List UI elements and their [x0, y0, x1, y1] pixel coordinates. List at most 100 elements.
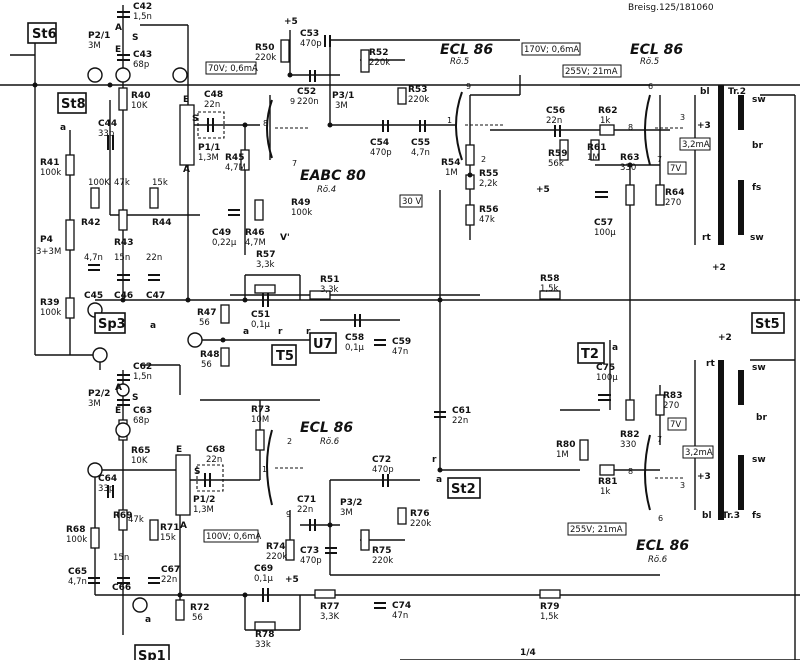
tube-ecl86-top-a-ref: Rö.5 — [450, 57, 469, 67]
value-r82: 330 — [620, 440, 636, 450]
label-r61: R61 — [587, 143, 606, 153]
tube-ecl86-bot-b-name: ECL 86 — [636, 538, 689, 554]
value-r62: 1k — [600, 116, 610, 126]
label-c54: C54 — [370, 138, 389, 148]
label-r52: R52 — [369, 48, 388, 58]
marker-a-1: a — [60, 123, 66, 133]
label-c47: C47 — [146, 291, 165, 301]
switch-st5-label: St5 — [755, 317, 780, 332]
label-r73: R73 — [251, 405, 270, 415]
label-r40: R40 — [131, 91, 150, 101]
header-reference: Breisg.125/181060 — [628, 3, 714, 13]
value-c72: 470p — [372, 465, 394, 475]
tr3-sw1: sw — [752, 363, 766, 373]
switch-sp3[interactable]: Sp3 — [94, 312, 126, 334]
resistor-bodies — [65, 39, 665, 631]
marker-E-1: E — [115, 45, 121, 55]
marker-S-1: S — [132, 33, 138, 43]
marker-r-3: r — [432, 455, 437, 465]
tube-pin-numbers: 8 9 7 9 1 2 6 8 3 7 2 1 9 7 8 3 6 — [262, 82, 685, 523]
tube-labels: EABC 80 Rö.4 ECL 86 Rö.5 ECL 86 Rö.5 ECL… — [300, 42, 689, 565]
value-r78: 33k — [255, 640, 271, 650]
label-r53: R53 — [408, 85, 427, 95]
marker-r-1: r — [278, 327, 283, 337]
label-c73: C73 — [300, 546, 319, 556]
value-p21: 3M — [88, 41, 101, 51]
switch-sp1[interactable]: Sp1 — [134, 644, 170, 660]
label-r79: R79 — [540, 602, 559, 612]
value-r76: 220k — [410, 519, 431, 529]
switch-t2[interactable]: T2 — [577, 342, 605, 364]
value-c42: 1,5n — [133, 12, 152, 22]
marker-A-2: A — [183, 165, 190, 175]
label-r55: R55 — [479, 169, 498, 179]
value-r53: 220k — [408, 95, 429, 105]
switch-st2[interactable]: St2 — [447, 477, 481, 499]
label-r46: R46 — [245, 228, 264, 238]
value-r54: 1M — [445, 168, 458, 178]
junction-dots — [32, 72, 633, 598]
label-r75: R75 — [372, 546, 391, 556]
value-c68: 22n — [206, 455, 222, 465]
value-r42: 100K — [88, 178, 110, 188]
value-c58: 0,1µ — [345, 343, 365, 353]
label-p4: P4 — [40, 235, 53, 245]
label-c65: C65 — [68, 567, 87, 577]
marker-A-1: A — [115, 23, 122, 33]
marker-plus3-b: +3 — [697, 472, 711, 482]
label-r56: R56 — [479, 205, 498, 215]
tr3-br: br — [756, 413, 767, 423]
label-p22: P2/2 — [88, 389, 110, 399]
label-c42: C42 — [133, 2, 152, 12]
switch-st2-label: St2 — [451, 482, 476, 497]
pin-8-a: 8 — [263, 119, 268, 128]
value-c71: 22n — [297, 505, 313, 515]
tr2-name: Tr.2 — [728, 87, 746, 97]
component-labels: C42 1,5n P2/1 3M C43 68p R40 10K C44 33p… — [36, 2, 684, 650]
shield-c68 — [196, 464, 224, 492]
label-r68: R68 — [66, 525, 85, 535]
marker-plus5-c: +5 — [285, 575, 299, 585]
value-p32: 3M — [340, 508, 353, 518]
switch-st8[interactable]: St8 — [57, 92, 87, 114]
label-c69: C69 — [254, 564, 273, 574]
label-c46: C46 — [114, 291, 133, 301]
value-r63: 330 — [620, 163, 636, 173]
label-r65: R65 — [131, 446, 150, 456]
value-p31: 3M — [335, 101, 348, 111]
voltage-7v-a: 7V — [670, 164, 681, 174]
value-c63: 68p — [133, 416, 149, 426]
terminal-rings — [87, 67, 203, 613]
label-c59: C59 — [392, 337, 411, 347]
marker-plus5-a: +5 — [284, 17, 298, 27]
value-r46: 4,7M — [245, 238, 266, 248]
marker-a-6: a — [145, 615, 151, 625]
pin-9-b: 9 — [466, 82, 471, 91]
potentiometer-bodies — [65, 104, 195, 516]
value-r77: 3,3K — [320, 612, 340, 622]
marker-A-4: A — [180, 521, 187, 531]
pin-7-a: 7 — [292, 159, 297, 168]
transformer-tr2 — [718, 85, 744, 245]
value-c54: 470p — [370, 148, 392, 158]
switch-st6[interactable]: St6 — [27, 22, 57, 44]
switch-u7[interactable]: U7 — [309, 332, 337, 354]
marker-plus3-a: +3 — [697, 121, 711, 131]
value-c55: 4,7n — [411, 148, 430, 158]
label-c62: C62 — [133, 362, 152, 372]
marker-v: V' — [280, 233, 290, 243]
label-r69: R69 — [113, 511, 132, 521]
value-r75: 220k — [372, 556, 393, 566]
switch-st5[interactable]: St5 — [751, 312, 785, 334]
value-r72: 56 — [192, 613, 203, 623]
pin-1-c: 1 — [262, 465, 267, 474]
switch-t5[interactable]: T5 — [271, 344, 297, 366]
pin-3-b: 3 — [680, 481, 685, 490]
marker-S-3: S — [132, 393, 138, 403]
label-r81: R81 — [598, 477, 617, 487]
pin-8-b: 8 — [628, 123, 633, 132]
switch-t2-label: T2 — [581, 347, 599, 362]
pin-6-b: 6 — [658, 514, 663, 523]
value-r80: 1M — [556, 450, 569, 460]
label-r71: R71 — [160, 523, 179, 533]
